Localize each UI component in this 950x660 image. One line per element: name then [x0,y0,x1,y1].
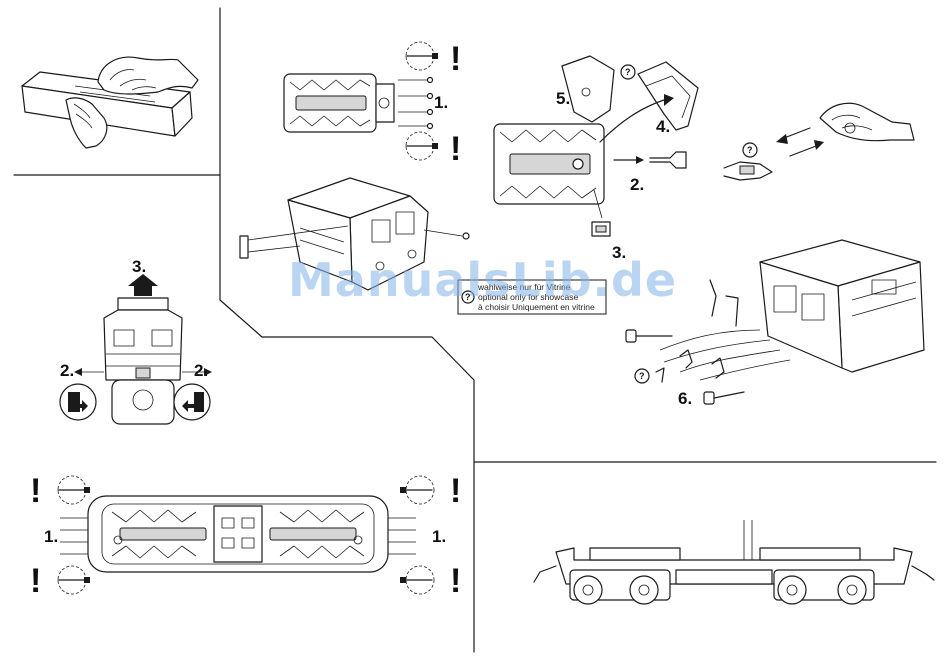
step-label-2-mid: 2. [630,175,644,194]
step-label-5: 5. [556,89,570,108]
question-icon: ? [743,143,757,157]
double-arrow-icon [776,128,824,156]
warning-icon: ! [450,562,461,600]
locomotive-chassis-illustration [284,74,394,132]
question-icon: ? [621,65,635,79]
panel-screw-removal-top: ! ! 1. [284,40,461,168]
panel-cab-removal: 3. 2. 2. [60,257,212,424]
arrow-up-icon [128,274,158,296]
svg-text:?: ? [625,67,631,77]
screwdriver-rotation-tr [400,476,434,504]
warning-icon: ! [450,40,461,78]
svg-text:?: ? [639,371,645,381]
step-label-4: 4. [656,117,670,136]
panel-chassis-screws: ! ! ! ! 1. 1. [30,472,461,600]
handrail-part-illustration [710,280,738,326]
step-label-2-right: 2. [194,361,208,380]
screwdriver-rotation-br [400,566,434,594]
latch-detail-left-illustration [60,384,96,420]
step-label-1-right: 1. [432,527,446,546]
small-screw-illustration [424,230,469,239]
screwdriver-rotation-bl [58,566,90,594]
screwdriver-rotation-top [406,42,438,70]
svg-text:?: ? [747,145,753,155]
chassis-end-illustration [494,124,604,204]
warning-icon: ! [30,562,41,600]
step-label-2-left: 2. [60,361,74,380]
locomotive-body-illustration [760,240,924,372]
coupler-part-illustration [724,162,772,180]
panel-coupler-removal: 5. 4. 2. 3. ? [494,56,698,262]
watermark-text: ManualsLib.de [288,253,677,307]
hand-with-coupler-illustration [820,103,914,140]
screw-column-illustration [398,78,433,129]
step-label-1: 1. [434,93,448,112]
bogie-left-illustration [570,570,670,604]
panel-box-removal [22,57,198,148]
step-label-3: 3. [132,257,146,276]
warning-icon: ! [30,472,41,510]
locomotive-front-view-illustration [104,298,182,424]
arrow-left-icon [74,368,104,376]
warning-icon: ! [450,130,461,168]
bogie-right-illustration [774,570,874,604]
screwdriver-rotation-bottom [406,132,438,160]
screw-row-right-illustration [388,518,416,554]
panel-coupler-swap: ? [724,103,914,180]
chassis-top-view-illustration [88,496,388,572]
latch-detail-right-illustration [174,384,210,420]
question-icon: ? [635,369,649,383]
panel-side-view-chassis [534,520,934,604]
screw-row-left-illustration [60,518,88,554]
step-label-1-left: 1. [44,527,58,546]
screwdriver-rotation-tl [58,476,90,504]
step-label-6: 6. [678,389,692,408]
coupler-part-illustration [614,152,686,168]
warning-icon: ! [450,472,461,510]
